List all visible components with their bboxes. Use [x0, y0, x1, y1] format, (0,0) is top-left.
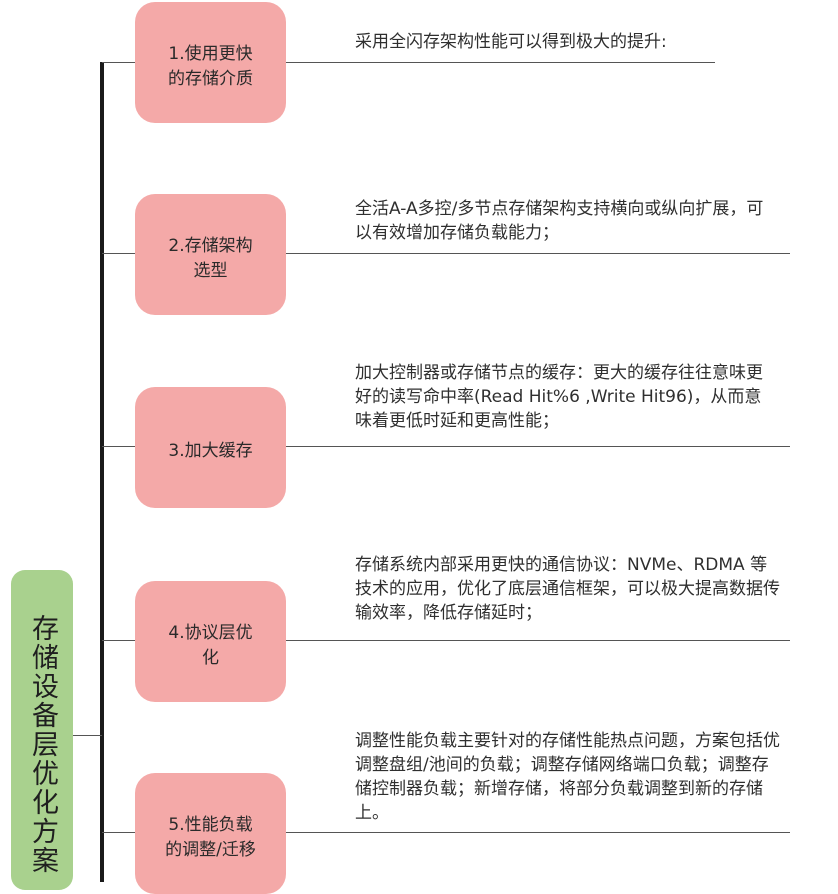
branch-line-3	[102, 446, 790, 447]
branch-node-4-label: 4.协议层优 化	[168, 622, 253, 668]
branch-desc-1: 采用全闪存架构性能可以得到极大的提升:	[355, 32, 667, 52]
branch-line-5	[102, 832, 790, 833]
branch-node-3: 3.加大缓存	[135, 387, 286, 508]
tree-trunk-line	[100, 62, 104, 882]
branch-desc-2: 全活A-A多控/多节点存储架构支持横向或纵向扩展，可以有效增加存储负载能力；	[355, 199, 764, 243]
branch-line-4	[102, 640, 790, 641]
branch-node-2-label: 2.存储架构 选型	[168, 235, 253, 281]
branch-line-2	[102, 253, 790, 254]
branch-desc-4: 存储系统内部采用更快的通信协议：NVMe、RDMA 等技术的应用，优化了底层通信…	[355, 555, 780, 623]
branch-node-3-label: 3.加大缓存	[168, 441, 253, 461]
root-connector-line	[73, 735, 102, 736]
branch-node-5: 5.性能负载 的调整/迁移	[135, 773, 286, 894]
root-node-label: 存储设备层优化方案	[27, 614, 58, 875]
branch-node-2: 2.存储架构 选型	[135, 194, 286, 315]
branch-line-1	[102, 62, 715, 63]
branch-node-1: 1.使用更快 的存储介质	[135, 2, 286, 123]
branch-desc-3: 加大控制器或存储节点的缓存：更大的缓存往往意味更好的读写命中率(Read Hit…	[355, 363, 763, 431]
branch-node-5-label: 5.性能负载 的调整/迁移	[165, 814, 256, 860]
branch-desc-5: 调整性能负载主要针对的存储性能热点问题，方案包括优调整盘组/池间的负载；调整存储…	[355, 731, 780, 823]
root-node: 存储设备层优化方案	[11, 570, 73, 890]
branch-node-4: 4.协议层优 化	[135, 581, 286, 702]
branch-node-1-label: 1.使用更快 的存储介质	[168, 43, 253, 89]
